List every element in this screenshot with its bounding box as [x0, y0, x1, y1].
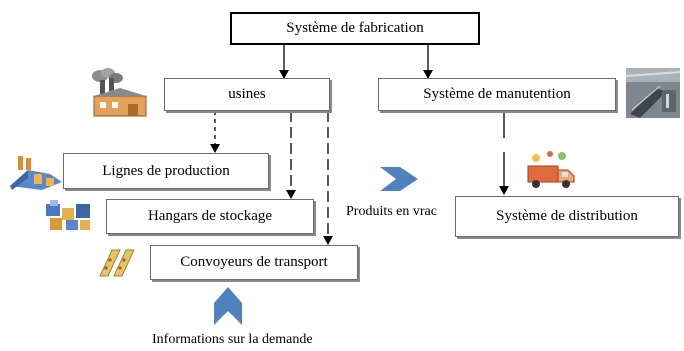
node-systeme-manutention-label: Système de manutention — [423, 86, 571, 102]
node-usines: usines — [164, 78, 330, 111]
up-chevron-arrow-icon — [214, 287, 242, 325]
label-produits-en-vrac: Produits en vrac — [346, 204, 437, 219]
node-systeme-distribution: Système de distribution — [455, 196, 679, 237]
conveyor-belts-icon — [99, 249, 135, 277]
node-hangars-stockage: Hangars de stockage — [106, 199, 314, 234]
node-lignes-production: Lignes de production — [63, 153, 269, 189]
node-systeme-fabrication-label: Système de fabrication — [286, 20, 424, 36]
node-lignes-production-label: Lignes de production — [102, 162, 230, 179]
warehouse-conveyor-photo-icon — [626, 68, 680, 118]
label-informations-demande: Informations sur la demande — [152, 332, 313, 347]
node-convoyeurs-transport: Convoyeurs de transport — [150, 245, 358, 280]
node-systeme-manutention: Système de manutention — [378, 78, 616, 111]
node-systeme-fabrication: Système de fabrication — [230, 12, 480, 45]
node-systeme-distribution-label: Système de distribution — [496, 208, 638, 224]
factory-icon — [92, 68, 147, 117]
node-hangars-stockage-label: Hangars de stockage — [147, 208, 273, 224]
node-convoyeurs-transport-label: Convoyeurs de transport — [180, 254, 328, 270]
production-plant-icon — [10, 156, 62, 190]
delivery-truck-icon — [527, 151, 575, 188]
node-usines-label: usines — [228, 86, 266, 102]
right-chevron-arrow-icon — [380, 167, 418, 191]
stored-goods-icon — [46, 200, 90, 230]
